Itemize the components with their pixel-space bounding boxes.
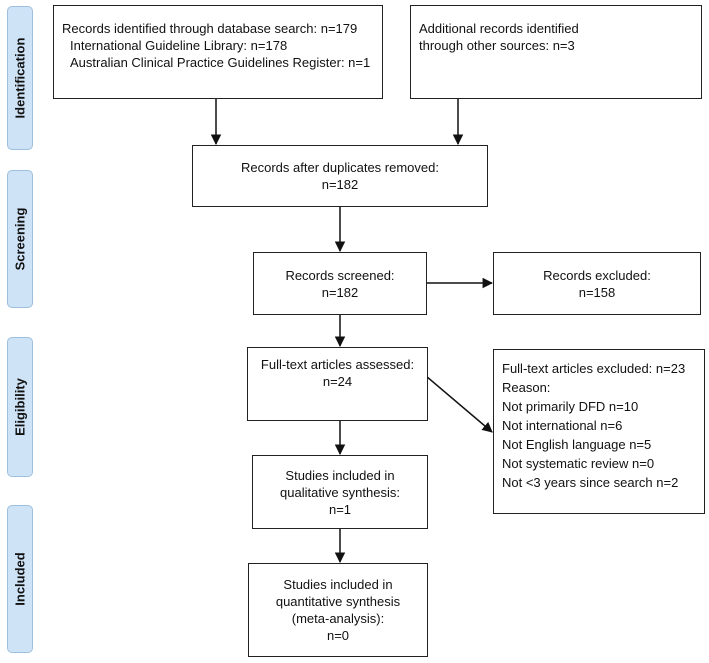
- reason-not-primarily-dfd: Not primarily DFD n=10: [502, 399, 639, 414]
- fulltext-excluded-total: Full-text articles excluded: n=23: [502, 361, 686, 376]
- records-excluded-box: Records excluded: n=158: [493, 252, 701, 315]
- fulltext-excluded-box: Full-text articles excluded: n=23 Reason…: [493, 349, 705, 514]
- database-search-box: Records identified through database sear…: [53, 5, 383, 99]
- duplicates-removed-box: Records after duplicates removed: n=182: [192, 145, 488, 207]
- fulltext-assessed-box: Full-text articles assessed: n=24: [247, 347, 428, 421]
- qualitative-line-2: qualitative synthesis:: [280, 484, 400, 500]
- records-screened-label: Records screened:: [285, 267, 395, 283]
- qualitative-synthesis-box: Studies included in qualitative synthesi…: [252, 455, 428, 529]
- reason-not-systematic-review: Not systematic review n=0: [502, 456, 655, 471]
- reason-not-english: Not English language n=5: [502, 437, 652, 452]
- arrow-fulltext-to-excluded: [425, 375, 493, 433]
- records-screened-box: Records screened: n=182: [253, 252, 427, 315]
- fulltext-excluded-reason-heading: Reason:: [502, 380, 551, 395]
- international-guideline-library-text: International Guideline Library: n=178: [70, 38, 288, 53]
- qualitative-count: n=1: [328, 501, 352, 517]
- other-sources-box: Additional records identified through ot…: [410, 5, 702, 99]
- other-sources-line-2: through other sources: n=3: [419, 38, 575, 53]
- phase-eligibility: Eligibility: [7, 337, 33, 477]
- reason-not-recent: Not <3 years since search n=2: [502, 475, 679, 490]
- phase-screening: Screening: [7, 170, 33, 308]
- records-excluded-label: Records excluded:: [543, 267, 651, 283]
- duplicates-removed-count: n=182: [321, 177, 359, 192]
- quantitative-line-3: (meta-analysis):: [291, 611, 385, 626]
- records-excluded-count: n=158: [578, 284, 616, 300]
- database-search-text: Records identified through database sear…: [62, 21, 358, 36]
- qualitative-line-1: Studies included in: [285, 467, 395, 483]
- phase-identification: Identification: [7, 6, 33, 150]
- quantitative-synthesis-box: Studies included in quantitative synthes…: [248, 563, 428, 657]
- duplicates-removed-label: Records after duplicates removed:: [241, 160, 439, 175]
- other-sources-line-1: Additional records identified: [419, 21, 579, 36]
- records-screened-count: n=182: [321, 284, 359, 300]
- quantitative-count: n=0: [326, 628, 350, 643]
- phase-included: Included: [7, 505, 33, 653]
- fulltext-assessed-label: Full-text articles assessed:: [260, 357, 415, 372]
- australian-register-text: Australian Clinical Practice Guidelines …: [70, 55, 371, 70]
- fulltext-assessed-count: n=24: [322, 374, 353, 389]
- reason-not-international: Not international n=6: [502, 418, 623, 433]
- quantitative-line-2: quantitative synthesis: [275, 594, 401, 609]
- quantitative-line-1: Studies included in: [283, 577, 393, 592]
